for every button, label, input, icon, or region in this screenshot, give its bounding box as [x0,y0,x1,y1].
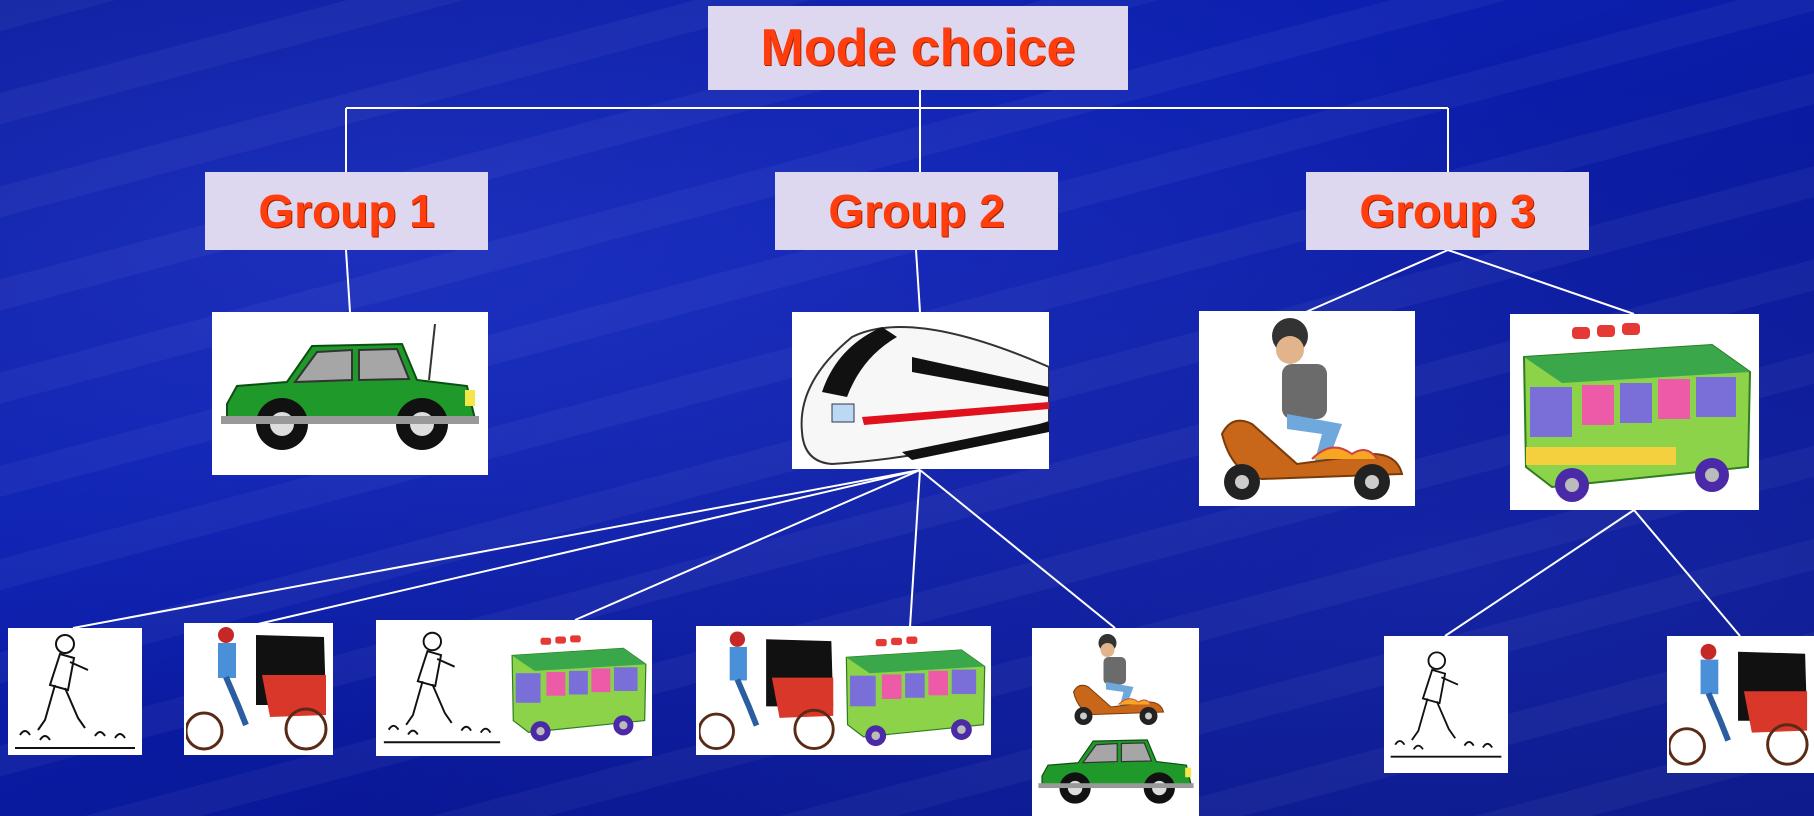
g2-option-rickshaw-bus [696,626,991,755]
bus-icon [845,636,985,746]
train-icon [800,326,1049,466]
bus-icon [511,635,646,742]
walker-icon [1390,650,1502,758]
car-icon [221,323,479,450]
walker-icon [383,631,500,744]
group-1-car-tile [212,312,488,475]
g3-option-walk [1384,636,1508,773]
group-2-box: Group 2 [775,172,1058,250]
g2-option-walk-bus [376,620,652,756]
g2-option-walk [8,628,142,755]
rickshaw-icon [185,627,327,751]
bus-icon [1522,323,1752,502]
g2-option-rickshaw [184,623,333,755]
car-icon [1037,738,1194,804]
g3-option-rickshaw [1667,636,1814,773]
group-1-box: Group 1 [205,172,488,250]
group-3-bus-tile [1510,314,1759,510]
walker-icon [15,633,135,749]
group-3-box: Group 3 [1306,172,1589,250]
scooter-icon [1072,633,1164,725]
group-2-train-tile [792,312,1049,469]
page-title: Mode choice [708,6,1128,90]
g2-option-scooter-car [1032,628,1199,816]
scooter-icon [1220,317,1404,500]
rickshaw-icon [698,631,835,750]
rickshaw-icon [1668,643,1809,766]
group-3-scooter-tile [1199,311,1415,506]
